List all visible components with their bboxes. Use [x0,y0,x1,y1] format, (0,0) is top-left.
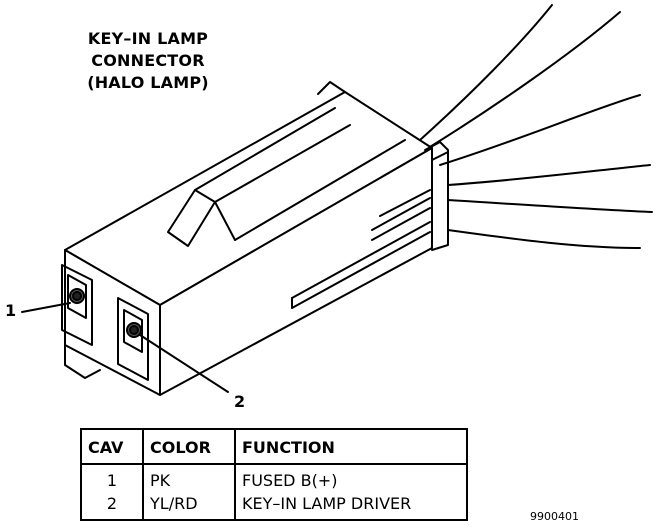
cell-function: FUSED B(+) [234,464,468,492]
column-header-color: COLOR [142,428,236,465]
pinout-table: CAV COLOR FUNCTION 1 PK FUSED B(+) 2 YL/… [80,428,468,521]
table-row: 1 PK FUSED B(+) [80,464,468,492]
column-header-cav: CAV [80,428,144,465]
leader-line-2 [139,334,229,393]
cell-function: KEY–IN LAMP DRIVER [234,492,468,521]
cavity-2 [117,297,149,381]
column-header-function: FUNCTION [234,428,468,465]
callout-label-1: 1 [5,301,17,320]
cavity-1 [61,264,93,346]
cell-cav: 2 [80,492,144,521]
title-line: KEY–IN LAMP [87,29,209,48]
wire-bundle [419,4,653,249]
callout-label-2: 2 [234,392,246,411]
cell-cav: 1 [80,464,144,492]
table-header-row: CAV COLOR FUNCTION [80,428,468,465]
cell-color: YL/RD [142,492,236,521]
title-line: (HALO LAMP) [87,73,209,92]
diagram-title: KEY–IN LAMP CONNECTOR (HALO LAMP) [48,28,248,94]
leader-line-1 [21,302,71,313]
title-line: CONNECTOR [91,51,205,70]
figure-id: 9900401 [530,510,579,523]
connector-housing [64,81,449,396]
cell-color: PK [142,464,236,492]
table-row: 2 YL/RD KEY–IN LAMP DRIVER [80,492,468,521]
